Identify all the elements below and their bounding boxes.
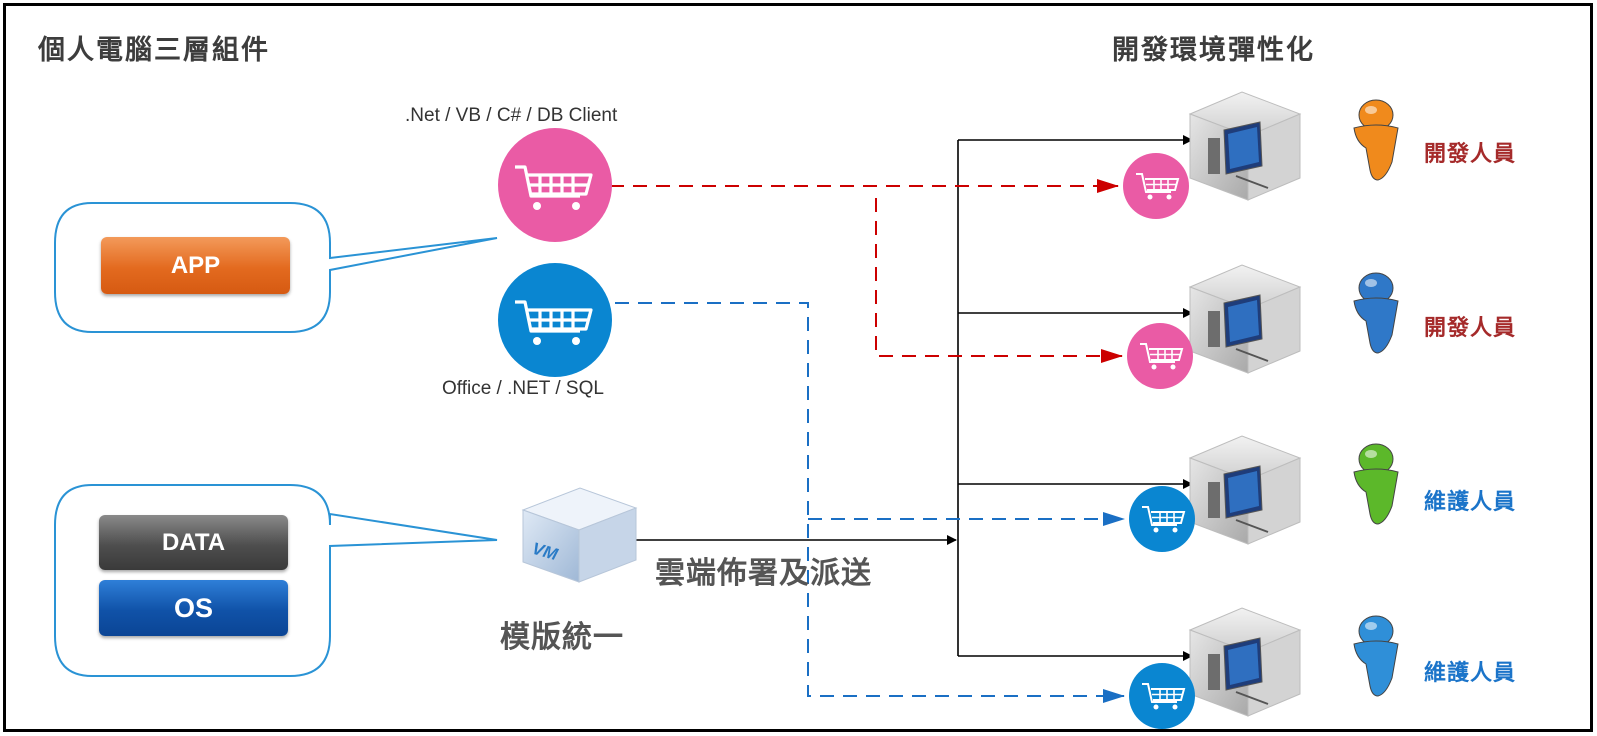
deploy-label: 雲端佈署及派送 [655,556,872,591]
cart-icon [1127,323,1193,389]
os-button: OS [99,580,288,636]
blue-dashed-paths [615,302,1125,703]
app-button: APP [101,237,290,294]
role-label: 維護人員 [1424,490,1517,515]
app-stack-bottom-label: Office / .NET / SQL [442,378,604,399]
person-icon [1353,272,1399,354]
diagram-frame [3,3,1593,732]
person-icon [1353,443,1399,525]
cart-icon [498,128,612,242]
template-caption: 模版統一 [500,620,624,655]
left-title: 個人電腦三層組件 [38,35,270,66]
app-stack-top-label: .Net / VB / C# / DB Client [405,105,618,126]
server-icon [1188,607,1302,717]
server-icon [1188,435,1302,545]
role-label: 維護人員 [1424,661,1517,686]
role-label: 開發人員 [1424,142,1517,167]
person-icon [1353,99,1399,181]
role-label: 開發人員 [1424,316,1517,341]
vm-box-icon: VM [521,487,638,583]
distribution-lines [635,135,1193,661]
cart-icon [1123,153,1189,219]
data-button: DATA [99,515,288,570]
cart-icon [1129,486,1195,552]
people-group [1353,99,1399,697]
server-group [1188,91,1302,717]
server-icon [1188,264,1302,374]
server-icon [1188,91,1302,201]
small-cart-group [1123,153,1195,729]
red-dashed-paths [610,179,1123,363]
cart-icon [1129,663,1195,729]
right-title: 開發環境彈性化 [1112,35,1315,66]
cart-icon [498,263,612,377]
person-icon [1353,615,1399,697]
